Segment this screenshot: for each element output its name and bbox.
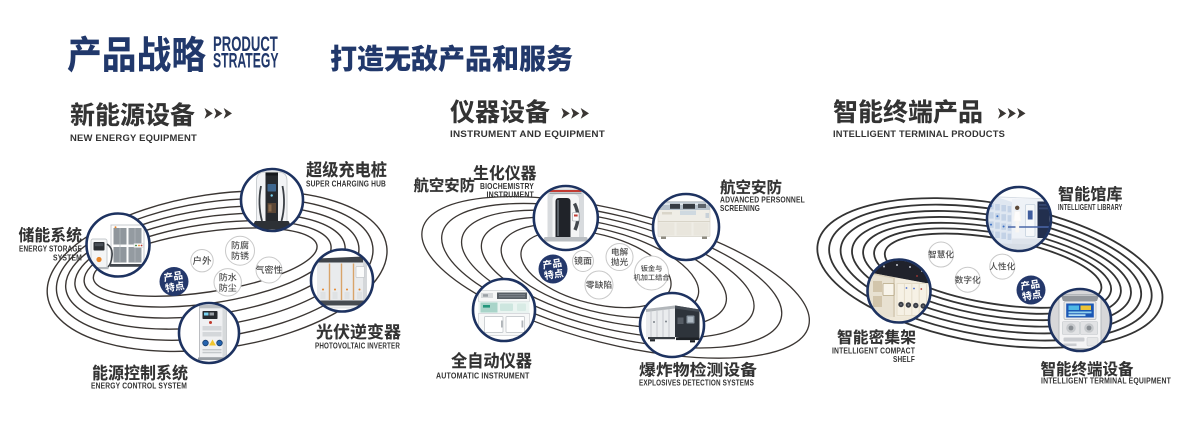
svg-text:INSTRUMENT: INSTRUMENT xyxy=(487,191,535,200)
svg-text:NEW ENERGY EQUIPMENT: NEW ENERGY EQUIPMENT xyxy=(70,133,197,144)
svg-text:PHOTOVOLTAIC INVERTER: PHOTOVOLTAIC INVERTER xyxy=(315,341,400,351)
svg-text:零缺陷: 零缺陷 xyxy=(586,278,613,291)
svg-text:SHELF: SHELF xyxy=(893,355,915,364)
svg-text:能源控制系统: 能源控制系统 xyxy=(92,359,188,384)
svg-text:SYSTEM: SYSTEM xyxy=(53,253,82,263)
svg-text:防锈: 防锈 xyxy=(231,249,249,262)
svg-text:气密性: 气密性 xyxy=(255,263,282,276)
svg-text:ENERGY CONTROL SYSTEM: ENERGY CONTROL SYSTEM xyxy=(91,381,187,391)
svg-text:STRATEGY: STRATEGY xyxy=(213,48,279,72)
svg-text:全自动仪器: 全自动仪器 xyxy=(451,348,532,373)
svg-text:INTELLIGENT TERMINAL EQUIPMENT: INTELLIGENT TERMINAL EQUIPMENT xyxy=(1041,376,1171,385)
svg-text:SCREENING: SCREENING xyxy=(720,204,760,213)
svg-text:人性化: 人性化 xyxy=(989,261,1015,273)
svg-text:航空安防: 航空安防 xyxy=(720,174,782,198)
svg-text:仪器设备: 仪器设备 xyxy=(450,92,550,129)
svg-text:超级充电桩: 超级充电桩 xyxy=(306,157,387,182)
svg-text:钣金与: 钣金与 xyxy=(641,264,663,274)
svg-text:特点: 特点 xyxy=(543,265,565,282)
svg-text:智能终端产品: 智能终端产品 xyxy=(833,92,983,129)
svg-text:航空安防: 航空安防 xyxy=(414,172,476,196)
svg-text:生化仪器: 生化仪器 xyxy=(473,160,537,184)
svg-text:INTELLIGENT COMPACT: INTELLIGENT COMPACT xyxy=(832,347,915,356)
svg-text:新能源设备: 新能源设备 xyxy=(70,95,195,132)
svg-text:INSTRUMENT AND EQUIPMENT: INSTRUMENT AND EQUIPMENT xyxy=(450,129,605,140)
svg-text:智能终端设备: 智能终端设备 xyxy=(1041,356,1134,380)
svg-text:智慧化: 智慧化 xyxy=(928,249,954,261)
svg-text:产品: 产品 xyxy=(1019,276,1041,293)
svg-text:AUTOMATIC INSTRUMENT: AUTOMATIC INSTRUMENT xyxy=(436,371,530,381)
svg-text:产品战略: 产品战略 xyxy=(67,25,206,81)
svg-text:电解: 电解 xyxy=(611,245,629,258)
svg-text:产品: 产品 xyxy=(162,267,184,284)
svg-text:特点: 特点 xyxy=(1021,286,1043,303)
svg-text:ADVANCED PERSONNEL: ADVANCED PERSONNEL xyxy=(720,196,805,205)
svg-text:PRODUCT: PRODUCT xyxy=(213,31,278,55)
svg-text:机加工结合: 机加工结合 xyxy=(634,273,670,283)
svg-text:SUPER CHARGING HUB: SUPER CHARGING HUB xyxy=(306,178,386,188)
svg-text:光伏逆变器: 光伏逆变器 xyxy=(316,318,401,343)
svg-text:防尘: 防尘 xyxy=(219,281,237,294)
svg-text:INTELLIGENT LIBRARY: INTELLIGENT LIBRARY xyxy=(1058,203,1123,212)
svg-text:储能系统: 储能系统 xyxy=(19,222,83,246)
svg-text:爆炸物检测设备: 爆炸物检测设备 xyxy=(639,357,757,381)
svg-text:特点: 特点 xyxy=(164,278,186,295)
svg-text:数字化: 数字化 xyxy=(955,274,981,286)
svg-text:打造无敌产品和服务: 打造无敌产品和服务 xyxy=(330,37,573,78)
svg-text:防水: 防水 xyxy=(219,270,237,283)
svg-text:BIOCHEMISTRY: BIOCHEMISTRY xyxy=(480,182,534,191)
svg-text:防腐: 防腐 xyxy=(231,239,249,252)
svg-text:EXPLOSIVES DETECTION SYSTEMS: EXPLOSIVES DETECTION SYSTEMS xyxy=(639,379,754,388)
svg-text:INTELLIGENT TERMINAL PRODUCTS: INTELLIGENT TERMINAL PRODUCTS xyxy=(833,129,1005,140)
svg-text:智能馆库: 智能馆库 xyxy=(1058,181,1123,205)
svg-text:产品: 产品 xyxy=(541,255,563,272)
svg-text:抛光: 抛光 xyxy=(611,255,629,268)
svg-text:户外: 户外 xyxy=(192,253,212,267)
svg-text:ENERGY STORAGE: ENERGY STORAGE xyxy=(19,244,82,254)
svg-text:智能密集架: 智能密集架 xyxy=(837,324,916,348)
svg-text:镜面: 镜面 xyxy=(574,254,592,267)
